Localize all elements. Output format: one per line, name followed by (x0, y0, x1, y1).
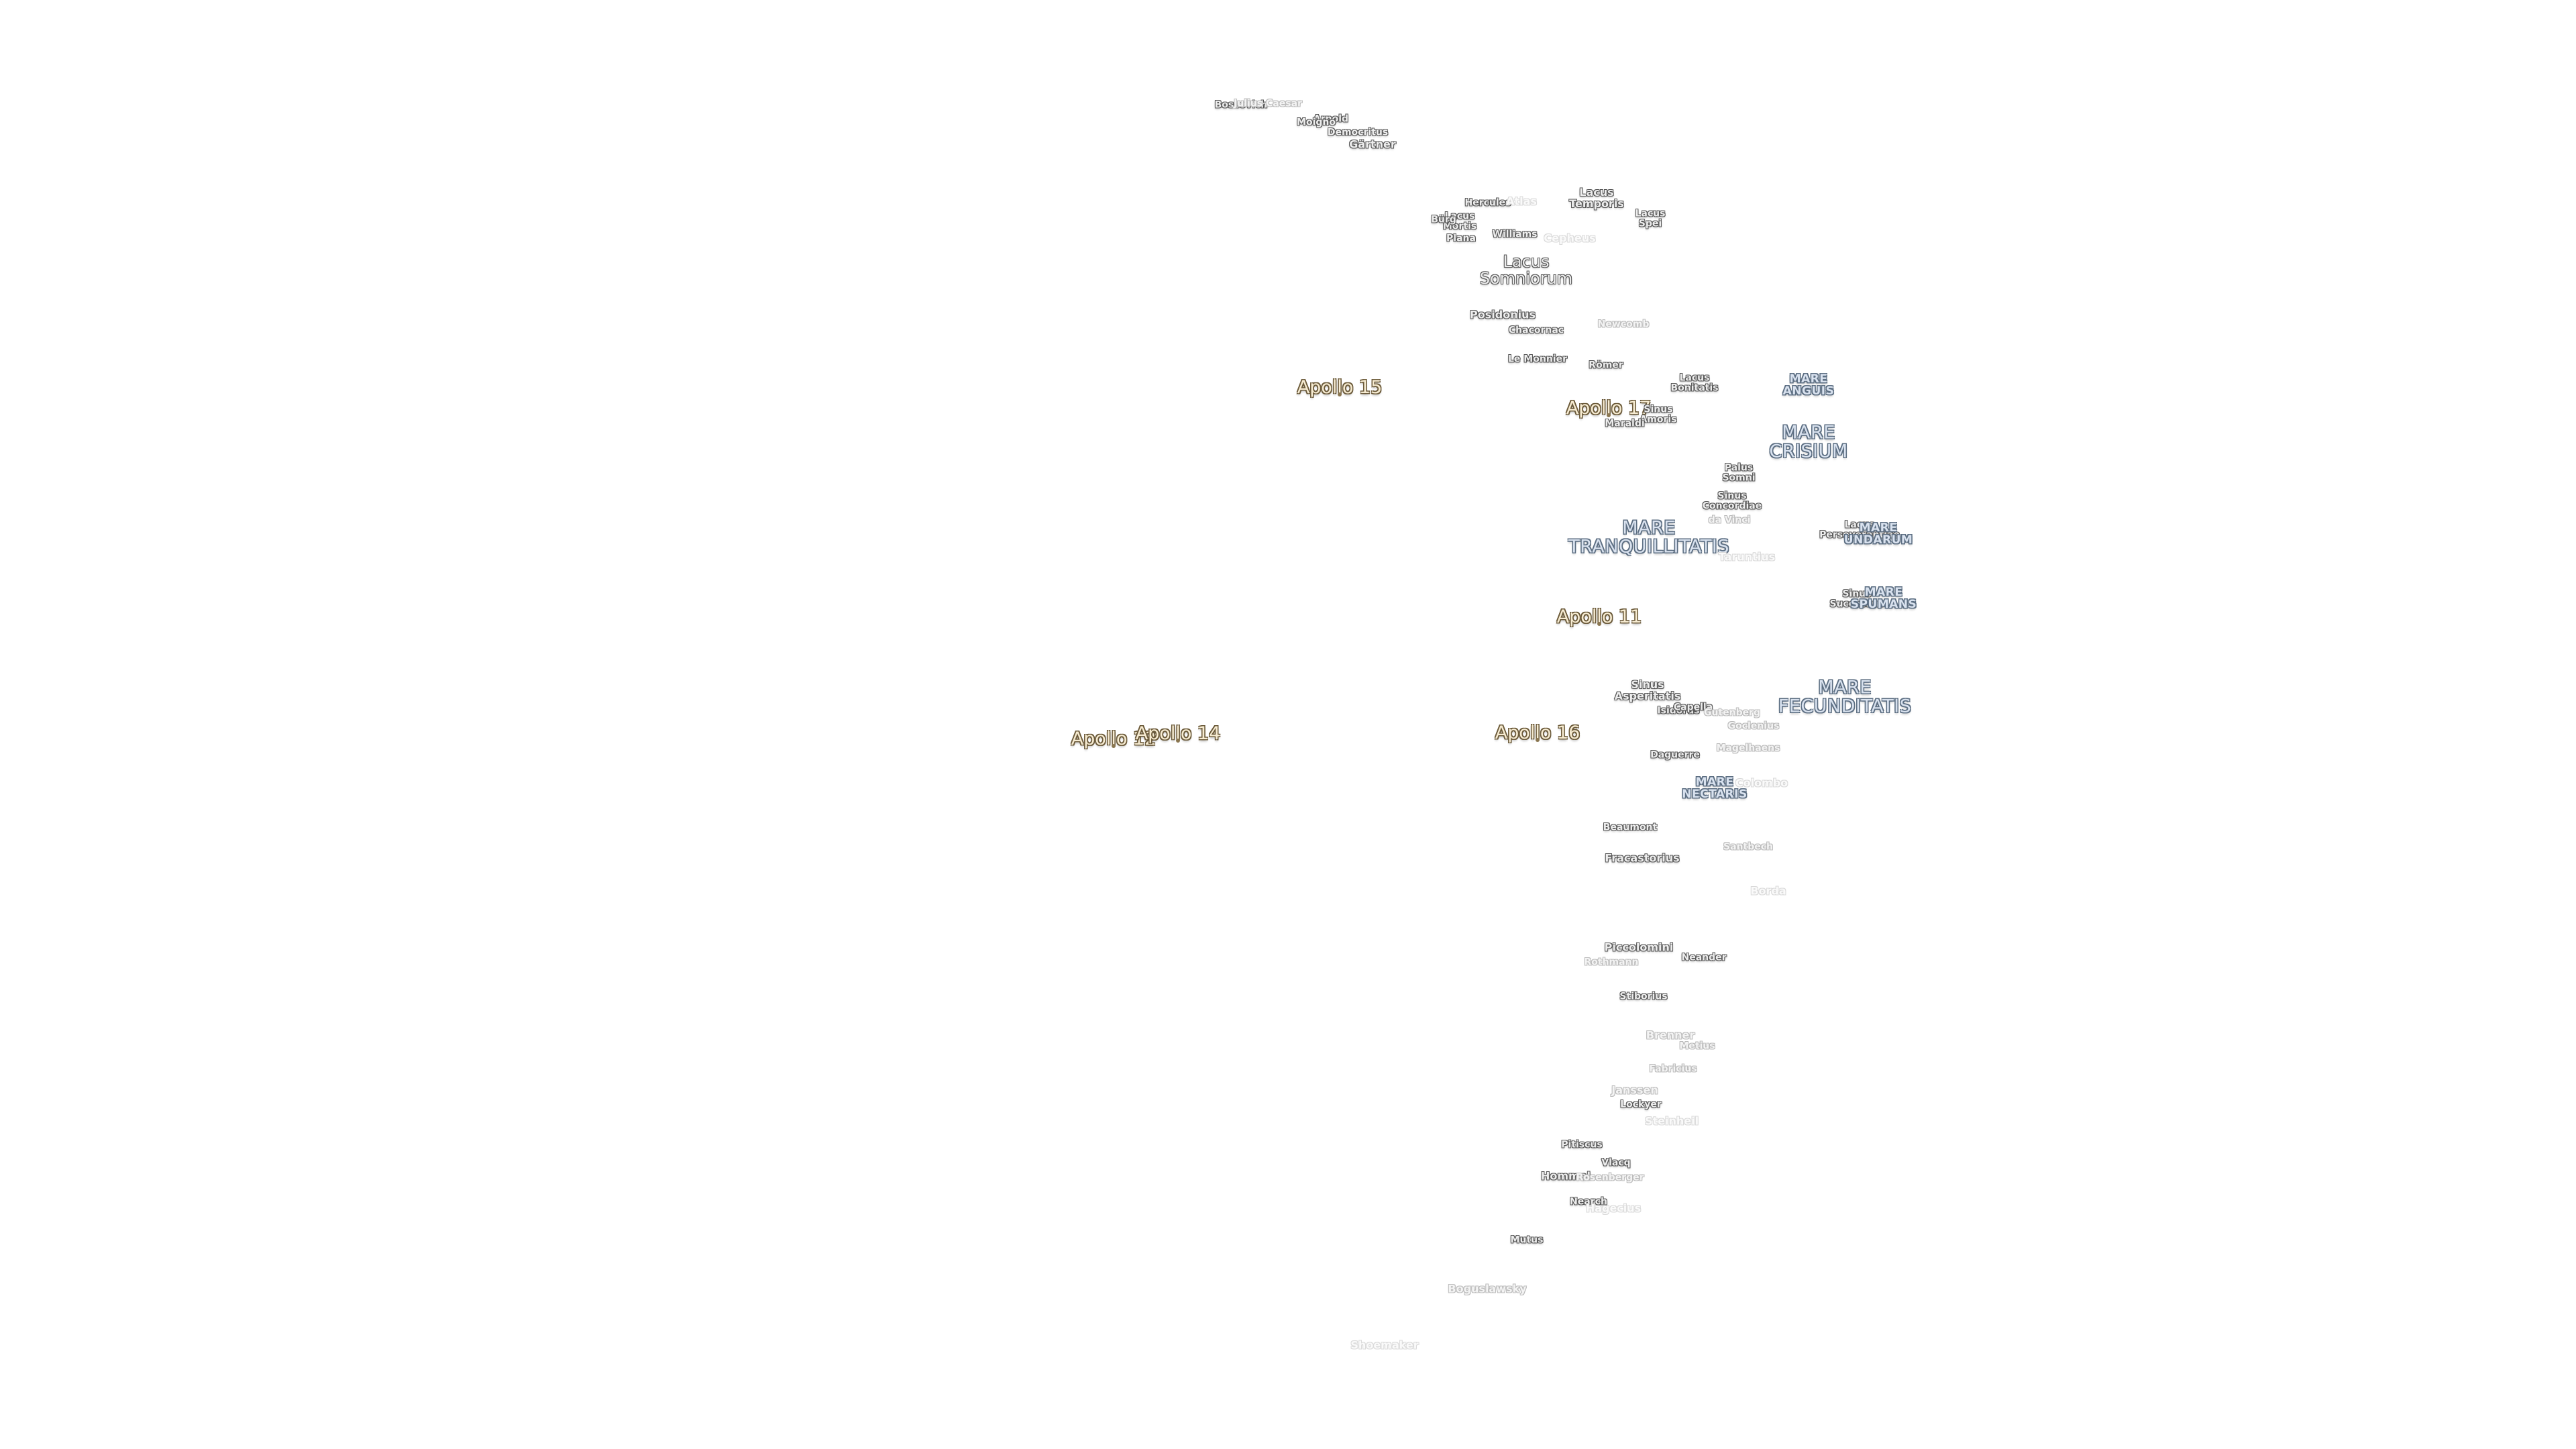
feature-label-fracastorius[interactable]: Fracastorius (1605, 851, 1680, 865)
feature-label-williams[interactable]: Williams (1492, 229, 1538, 240)
feature-label-arnold[interactable]: Arnold (1313, 113, 1349, 125)
feature-label-brenner[interactable]: Brenner (1646, 1028, 1695, 1042)
feature-label-rothmann[interactable]: Rothmann (1584, 957, 1639, 968)
feature-label-posidonius[interactable]: Posidonius (1470, 308, 1536, 321)
landing-site-marker-icon (1338, 392, 1342, 396)
feature-label-isidorus[interactable]: Isidorus (1657, 705, 1700, 716)
landing-site-marker-icon (1112, 744, 1116, 748)
feature-label-shoemaker[interactable]: Shoemaker (1350, 1338, 1419, 1352)
feature-label-pitiscus[interactable]: Pitiscus (1561, 1139, 1603, 1150)
feature-label-le-monnier[interactable]: Le Monnier (1508, 354, 1567, 365)
feature-label-democritus[interactable]: Democritus (1327, 127, 1389, 138)
feature-label-boscovich[interactable]: Boscovich (1214, 99, 1268, 111)
feature-label-borda[interactable]: Borda (1750, 884, 1786, 898)
feature-label-metius[interactable]: Metius (1679, 1040, 1715, 1052)
feature-label-julius-caesar[interactable]: Julius Caesar (1234, 98, 1302, 109)
feature-label-santbech[interactable]: Santbech (1723, 841, 1773, 853)
feature-label-chacornac[interactable]: Chacornac (1508, 325, 1564, 336)
feature-label-boguslawsky[interactable]: Boguslawsky (1448, 1282, 1527, 1295)
feature-label-atlas[interactable]: Atlas (1506, 195, 1537, 208)
feature-label-hagecius[interactable]: Hagecius (1585, 1201, 1642, 1215)
landing-site-marker-icon (1536, 738, 1540, 742)
feature-label-maraldi[interactable]: Maraldi (1605, 418, 1645, 429)
feature-label-beaumont[interactable]: Beaumont (1603, 822, 1658, 833)
feature-label-plana[interactable]: Plana (1446, 233, 1476, 244)
feature-label-janssen[interactable]: Janssen (1611, 1083, 1658, 1097)
feature-label-lockyer[interactable]: Lockyer (1620, 1099, 1662, 1110)
feature-label-fabricius[interactable]: Fabricius (1649, 1063, 1697, 1075)
landing-site-marker-icon (1607, 413, 1611, 417)
feature-label-daguerre[interactable]: Daguerre (1650, 749, 1700, 761)
landing-site-marker-icon (1597, 622, 1601, 626)
feature-label-hommel[interactable]: Hommel (1540, 1169, 1591, 1183)
feature-label-mutus[interactable]: Mutus (1510, 1234, 1544, 1246)
feature-label-hercules[interactable]: Hercules (1464, 197, 1511, 209)
feature-label-colombo[interactable]: Colombo (1735, 776, 1788, 790)
feature-label-neander[interactable]: Neander (1681, 952, 1727, 963)
feature-label-gartner[interactable]: Gärtner (1349, 138, 1396, 151)
feature-label-da-vinci[interactable]: da Vinci (1708, 515, 1751, 526)
feature-label-cepheus[interactable]: Cepheus (1544, 231, 1596, 245)
feature-label-taruntius[interactable]: Taruntius (1718, 550, 1776, 564)
feature-label-goclenius[interactable]: Goclenius (1727, 720, 1780, 732)
feature-label-burg[interactable]: Bürg (1431, 214, 1456, 225)
feature-label-newcomb[interactable]: Newcomb (1597, 319, 1650, 330)
feature-label-magelhaens[interactable]: Magelhaens (1716, 743, 1780, 754)
landing-site-marker-icon (1176, 739, 1180, 743)
feature-label-gutenberg[interactable]: Gutenberg (1703, 707, 1761, 718)
feature-label-rosenberger[interactable]: Rosenberger (1576, 1172, 1644, 1183)
feature-label-moigno[interactable]: Moigno (1297, 117, 1336, 128)
feature-label-stiborius[interactable]: Stiborius (1619, 991, 1668, 1002)
feature-label-vlacq[interactable]: Vlacq (1601, 1157, 1631, 1169)
feature-label-romer[interactable]: Römer (1589, 360, 1623, 371)
feature-label-capella[interactable]: Capella (1673, 702, 1713, 713)
feature-label-nearch[interactable]: Nearch (1570, 1196, 1607, 1208)
feature-label-piccolomini[interactable]: Piccolomini (1604, 941, 1674, 954)
feature-label-steinheil[interactable]: Steinheil (1644, 1114, 1699, 1128)
